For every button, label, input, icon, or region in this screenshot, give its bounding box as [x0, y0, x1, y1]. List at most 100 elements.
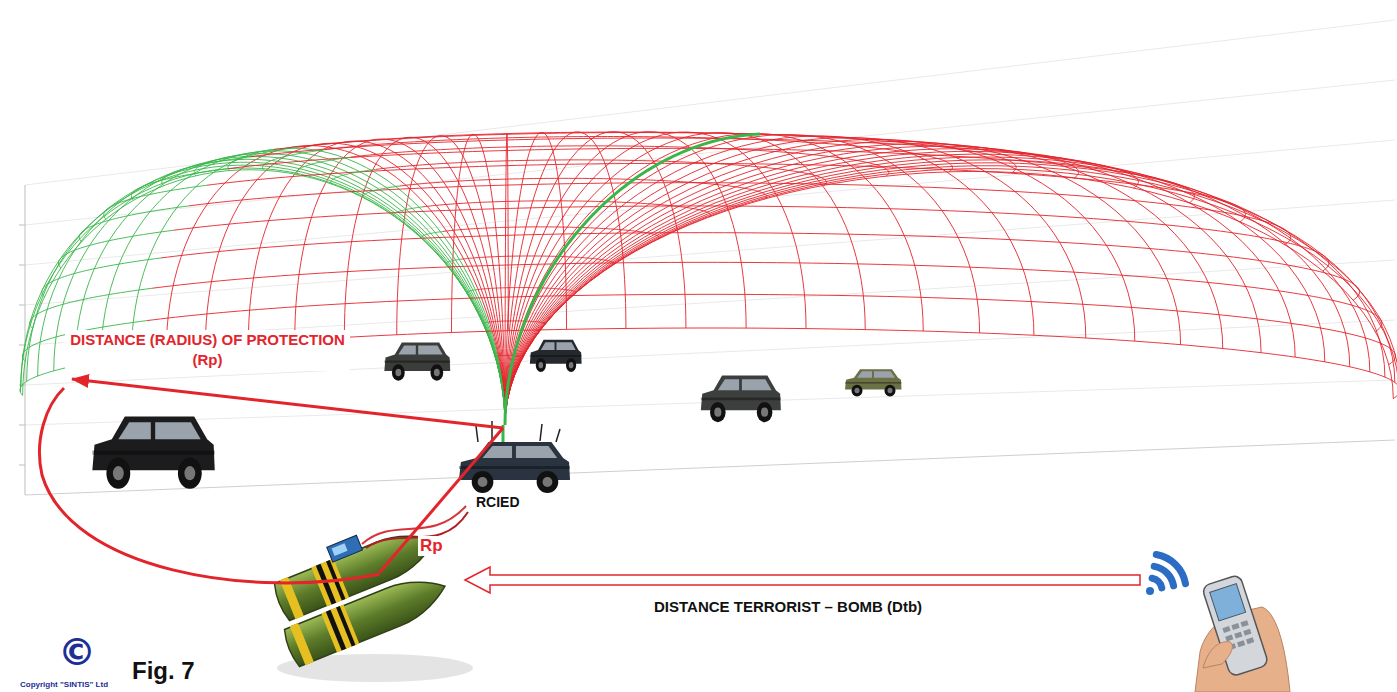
torus-mesh-line: [331, 169, 376, 184]
torus-mesh-line: [505, 154, 1350, 425]
torus-mesh-line: [505, 144, 1223, 425]
background-grid: [19, 425, 25, 426]
torus-mesh-line: [58, 230, 173, 268]
vehicle: [530, 340, 582, 372]
background-grid: [25, 440, 1395, 495]
vehicle: [92, 417, 214, 489]
torus-mesh-line: [207, 163, 1246, 221]
torus-mesh-line: [104, 185, 207, 219]
distance-arrow: [465, 567, 1140, 593]
wireless-signal-icon: [1146, 555, 1186, 596]
wireless-signal-icon: [1156, 555, 1185, 584]
torus-mesh-line: [30, 288, 152, 328]
artillery-shell: [290, 623, 314, 665]
hand-with-phone: [1195, 574, 1290, 692]
text-slot: Copyright "SINTIS" Ltd: [18, 681, 110, 690]
text-slot: ©: [56, 632, 98, 674]
torus-mesh-line: [38, 159, 505, 425]
text-slot: Rp: [418, 536, 445, 556]
hand-with-phone: [1231, 623, 1239, 630]
protection-radius-line: [72, 379, 503, 428]
hand-with-phone: [1225, 635, 1233, 642]
hand-with-phone: [1246, 637, 1254, 644]
torus-mesh-line: [162, 157, 250, 186]
torus-mesh-line: [161, 233, 1359, 300]
torus-mesh-line: [505, 132, 626, 425]
torus-mesh-line: [505, 132, 567, 425]
torus-mesh-line: [363, 186, 399, 198]
torus-mesh-line: [505, 133, 923, 425]
torus-mesh-line: [400, 178, 767, 199]
background-grid: [19, 345, 25, 346]
torus-mesh-line: [42, 258, 161, 297]
torus-mesh-line: [505, 133, 865, 425]
torus-mesh-line: [505, 151, 1325, 425]
torus-mesh-line: [505, 136, 1034, 425]
vehicle: [701, 376, 781, 423]
torus-mesh-line: [131, 169, 227, 201]
torus-mesh-line: [344, 137, 505, 425]
hand-with-phone: [1237, 640, 1245, 647]
wireless-signal-icon: [1146, 587, 1154, 595]
torus-mesh-line: [505, 132, 746, 425]
artillery-shell: [332, 543, 348, 556]
text-slot: Fig. 7: [130, 658, 197, 684]
background-grid: [19, 225, 25, 226]
distance-arrow: [465, 567, 1140, 593]
copyright-symbol: ©: [56, 632, 98, 674]
background-grid: [25, 200, 1395, 305]
detonator-wire: [362, 506, 468, 548]
wireless-signal-icon: [1152, 578, 1162, 588]
background-grid: [19, 465, 25, 466]
jammer-antenna: [476, 426, 478, 442]
artillery-shell: [336, 606, 355, 646]
device-label: RCIED: [474, 494, 522, 510]
background-grid: [19, 305, 25, 306]
torus-mesh-line: [250, 138, 1138, 188]
wireless-signal-icon: [1154, 566, 1173, 585]
jammer-antenna: [540, 424, 542, 441]
torus-mesh-line: [131, 148, 505, 425]
torus-mesh-line: [27, 162, 505, 425]
text-slot: DISTANCE (RADIUS) OF PROTECTION (Rp): [65, 330, 350, 371]
torus-mesh-line: [505, 169, 1397, 425]
torus-mesh-line: [489, 321, 546, 324]
torus-mesh-line: [297, 157, 351, 175]
torus-mesh-line: [394, 207, 423, 216]
torus-mesh-line: [75, 154, 505, 425]
hand-with-phone: [1202, 574, 1269, 677]
protection-radius-line: [39, 379, 503, 583]
dimension-label: DISTANCE (RADIUS) OF PROTECTION (Rp): [65, 330, 350, 371]
dimension-label: DISTANCE TERRORIST – BOMB (Dtb): [652, 598, 924, 616]
torus-mesh-line: [351, 146, 889, 176]
torus-mesh-line: [23, 170, 505, 425]
torus-mesh-line: [505, 163, 1395, 425]
torus-mesh-line: [421, 231, 443, 238]
torus-mesh-line: [505, 146, 1261, 425]
torus-mesh-line: [189, 183, 1291, 245]
figure-caption: Fig. 7: [130, 658, 197, 684]
torus-mesh-line: [173, 206, 1329, 271]
hand-with-phone: [1240, 620, 1248, 627]
torus-mesh-line: [505, 166, 1397, 425]
torus-mesh-line: [228, 147, 299, 170]
torus-mesh-line: [483, 322, 489, 324]
artillery-shell: [321, 605, 359, 653]
jammer-antenna: [476, 421, 560, 442]
torus-mesh-line: [505, 157, 1370, 425]
vehicle: [459, 442, 570, 493]
torus-mesh-line: [476, 288, 576, 294]
hand-with-phone: [1243, 629, 1251, 636]
hand-with-phone: [1222, 626, 1230, 633]
torus-mesh-line: [79, 206, 189, 242]
hand-with-phone: [1210, 584, 1246, 621]
torus-mesh-line: [505, 132, 686, 425]
torus-mesh-line: [20, 168, 505, 425]
torus-mesh-line: [21, 165, 505, 425]
torus-mesh-line: [495, 355, 498, 357]
dimension-label: Rp: [418, 536, 445, 556]
torus-mesh-line: [152, 262, 1382, 331]
vehicle: [845, 369, 902, 396]
background-grid: [25, 140, 1395, 265]
